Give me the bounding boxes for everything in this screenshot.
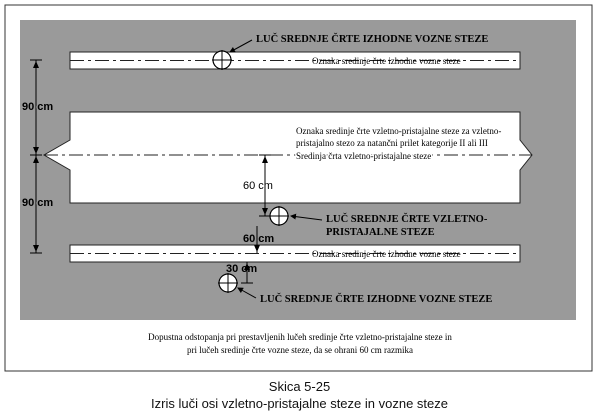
light-symbol-top: [212, 50, 232, 70]
dim-lower-label: 90 cm: [22, 197, 53, 209]
label-light-taxiway-top: LUČ SREDNJE ČRTE IZHODNE VOZNE STEZE: [256, 32, 488, 45]
note-line-2: pri lučeh sredinje črte vozne steze, da …: [187, 345, 413, 355]
note-line-1: Dopustna odstopanja pri prestavljenih lu…: [148, 332, 452, 342]
leader-top: [229, 39, 253, 53]
label-light-taxiway-bottom: LUČ SREDNJE ČRTE IZHODNE VOZNE STEZE: [260, 292, 492, 305]
label-runway-marking-1: Oznaka sredinje črte vzletno-pristajalne…: [296, 126, 501, 136]
label-taxiway-marking-bottom: Oznaka sredinje črte izhodne vozne steze: [312, 249, 461, 259]
label-taxiway-marking-top: Oznaka sredinje črte izhodne vozne steze: [312, 56, 461, 66]
runway-band: [42, 111, 533, 204]
dim-offset-bottom-label: 60 cm: [243, 233, 274, 245]
leader-bottom: [237, 287, 257, 299]
caption-number: Skica 5-25: [268, 379, 331, 394]
dim-offset-top-label: 60 cm: [243, 180, 273, 192]
dim-small-label: 30 cm: [226, 263, 257, 275]
label-runway-centerline: Sredinja črta vzletno-pristajalne steze: [296, 151, 431, 161]
label-light-runway-2: PRISTAJALNE STEZE: [326, 227, 435, 238]
leader-runway: [290, 213, 323, 221]
caption-title: Izris luči osi vzletno-pristajalne steze…: [151, 396, 448, 411]
label-runway-marking-2: pristajalno stezo za natančni prilet kat…: [296, 138, 488, 148]
dim-upper-label: 90 cm: [22, 101, 53, 113]
label-light-runway-1: LUČ SREDNJE ČRTE VZLETNO-: [326, 212, 488, 225]
light-symbol-bottom: [218, 273, 238, 293]
